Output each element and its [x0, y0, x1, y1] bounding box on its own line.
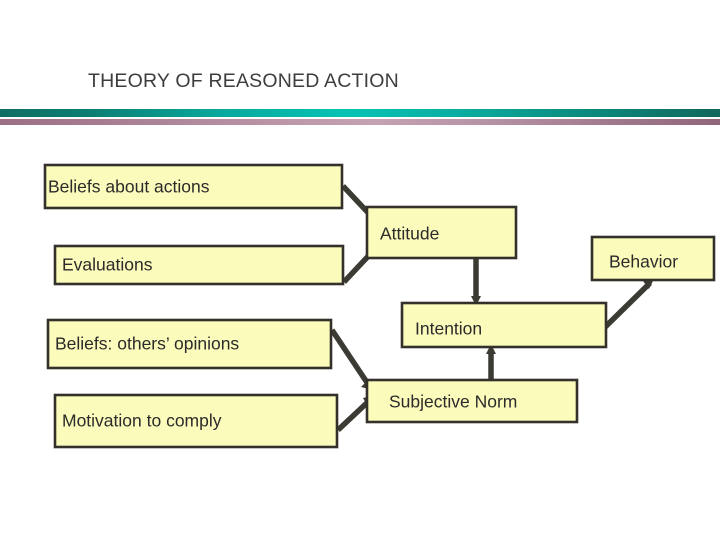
edge-subjective-to-intention — [486, 344, 496, 382]
divider-spacer — [0, 117, 720, 119]
node-evaluations[interactable]: Evaluations — [53, 244, 345, 286]
divider-teal-bar — [0, 109, 720, 117]
node-label-subjective-norm: Subjective Norm — [389, 392, 517, 412]
node-label-evaluations: Evaluations — [62, 255, 153, 275]
edge-attitude-to-intention — [471, 256, 481, 306]
node-beliefs-about-actions[interactable]: Beliefs about actions — [43, 163, 344, 210]
node-label-intention: Intention — [415, 319, 482, 339]
diagram-nodes: Beliefs about actions Evaluations Belief… — [43, 163, 716, 449]
node-label-beliefs-others-opinions: Beliefs: others’ opinions — [55, 334, 239, 354]
node-behavior[interactable]: Behavior — [590, 235, 716, 282]
title-divider-bar — [0, 109, 720, 125]
page-title: THEORY OF REASONED ACTION — [88, 70, 399, 92]
node-beliefs-others-opinions[interactable]: Beliefs: others’ opinions — [46, 318, 333, 370]
node-motivation-to-comply[interactable]: Motivation to comply — [53, 393, 339, 449]
node-label-behavior: Behavior — [609, 252, 678, 272]
node-label-beliefs-about-actions: Beliefs about actions — [48, 177, 210, 197]
node-intention[interactable]: Intention — [400, 301, 608, 349]
node-label-attitude: Attitude — [380, 224, 439, 244]
node-attitude[interactable]: Attitude — [365, 205, 518, 260]
divider-mauve-bar — [0, 119, 720, 125]
node-label-motivation-to-comply: Motivation to comply — [62, 411, 222, 431]
node-subjective-norm[interactable]: Subjective Norm — [365, 378, 579, 424]
